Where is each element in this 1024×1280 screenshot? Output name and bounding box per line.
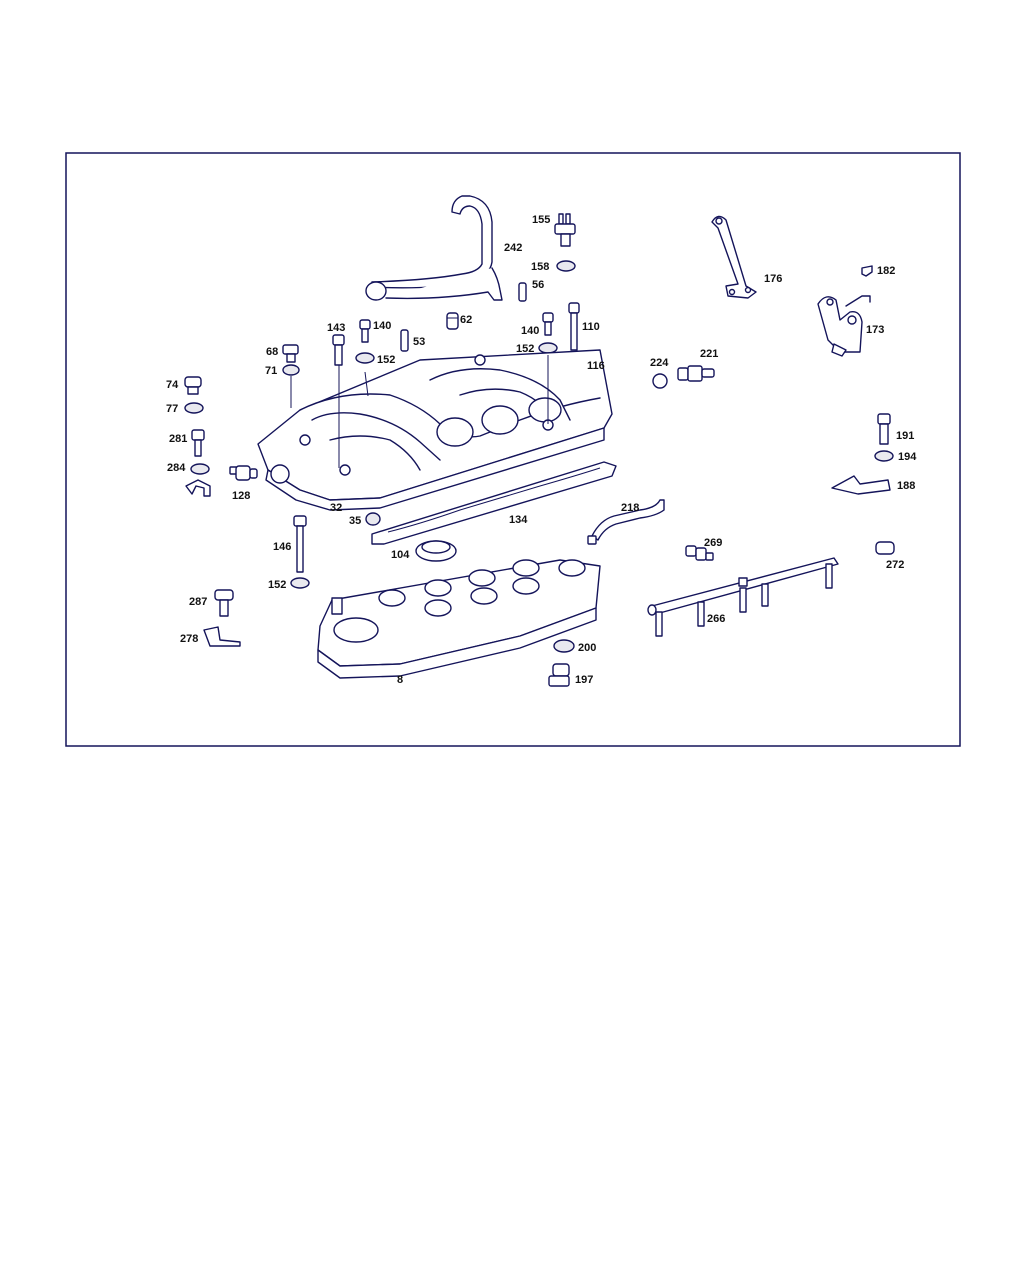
label-182: 182 xyxy=(877,265,895,277)
part-197-plug[interactable] xyxy=(548,663,570,687)
part-77-washer[interactable] xyxy=(184,402,204,414)
part-56-pin[interactable] xyxy=(518,282,527,302)
part-176-bracket[interactable] xyxy=(711,215,757,299)
part-152-washer-a[interactable] xyxy=(355,352,375,364)
part-158-washer[interactable] xyxy=(556,260,576,272)
label-269: 269 xyxy=(704,537,722,549)
clip-icon xyxy=(185,479,211,497)
label-146: 146 xyxy=(273,541,291,553)
part-224-seal-ring[interactable] xyxy=(652,373,668,389)
part-266-fuel-rail[interactable] xyxy=(647,557,839,637)
part-146-bolt[interactable] xyxy=(293,515,307,573)
part-284-washer[interactable] xyxy=(190,463,210,475)
label-221: 221 xyxy=(700,348,718,360)
part-269-valve[interactable] xyxy=(685,545,714,561)
part-8-lower-intake-manifold[interactable] xyxy=(317,559,601,679)
label-155: 155 xyxy=(532,214,550,226)
label-284: 284 xyxy=(167,462,186,474)
part-194-washer[interactable] xyxy=(874,450,894,462)
part-143-bolt[interactable] xyxy=(332,334,345,366)
part-218-pipe[interactable] xyxy=(587,499,665,545)
part-62-plug[interactable] xyxy=(446,312,459,330)
part-128-sensor[interactable] xyxy=(229,465,258,481)
part-221-sensor[interactable] xyxy=(677,365,715,382)
label-224: 224 xyxy=(650,357,669,369)
label-35: 35 xyxy=(349,515,361,527)
label-200: 200 xyxy=(578,642,596,654)
label-140a: 140 xyxy=(373,320,391,332)
label-272: 272 xyxy=(886,559,904,571)
label-32: 32 xyxy=(330,502,342,514)
part-152-washer-b[interactable] xyxy=(538,342,558,354)
label-110: 110 xyxy=(582,321,600,333)
part-104-seal-ring[interactable] xyxy=(415,540,457,562)
label-68: 68 xyxy=(266,346,278,358)
label-128: 128 xyxy=(232,490,250,502)
part-242-hose[interactable] xyxy=(365,195,503,301)
part-182-clip[interactable] xyxy=(861,265,873,277)
label-116: 116 xyxy=(587,360,605,372)
part-71-washer[interactable] xyxy=(282,364,300,376)
part-152-washer-c[interactable] xyxy=(290,577,310,589)
label-56: 56 xyxy=(532,279,544,291)
label-281: 281 xyxy=(169,433,187,445)
label-287: 287 xyxy=(189,596,207,608)
part-134-gasket[interactable] xyxy=(371,461,617,545)
part-53-pin[interactable] xyxy=(400,329,409,352)
label-140b: 140 xyxy=(521,325,539,337)
label-218: 218 xyxy=(621,502,639,514)
part-173-bracket[interactable] xyxy=(817,295,871,357)
label-188: 188 xyxy=(897,480,915,492)
label-62: 62 xyxy=(460,314,472,326)
part-35-grommet[interactable] xyxy=(365,512,381,526)
part-upper-intake-manifold[interactable] xyxy=(257,349,613,511)
part-191-bolt[interactable] xyxy=(877,413,891,445)
leader-lines xyxy=(290,355,549,468)
label-158: 158 xyxy=(531,261,549,273)
part-281-bolt[interactable] xyxy=(191,429,205,457)
part-287-bolt[interactable] xyxy=(214,589,234,617)
label-8: 8 xyxy=(397,674,403,686)
label-266: 266 xyxy=(707,613,725,625)
label-176: 176 xyxy=(764,273,782,285)
label-134: 134 xyxy=(509,514,528,526)
label-194: 194 xyxy=(898,451,917,463)
part-272-plug[interactable] xyxy=(875,541,895,555)
part-278-bracket[interactable] xyxy=(203,626,241,647)
label-152b: 152 xyxy=(516,343,534,355)
part-188-bracket[interactable] xyxy=(831,475,891,495)
label-278: 278 xyxy=(180,633,198,645)
label-152a: 152 xyxy=(377,354,395,366)
part-140-bolt-right[interactable] xyxy=(542,312,554,336)
label-197: 197 xyxy=(575,674,593,686)
part-155-sensor[interactable] xyxy=(554,213,576,247)
label-71: 71 xyxy=(265,365,277,377)
label-152c: 152 xyxy=(268,579,286,591)
part-200-washer[interactable] xyxy=(553,639,575,653)
part-74-plug[interactable] xyxy=(184,376,202,395)
label-53: 53 xyxy=(413,336,425,348)
label-104: 104 xyxy=(391,549,410,561)
diagram-frame xyxy=(65,152,961,747)
label-191: 191 xyxy=(896,430,914,442)
label-173: 173 xyxy=(866,324,884,336)
part-110-bolt[interactable] xyxy=(568,302,580,351)
part-68-bolt[interactable] xyxy=(282,344,299,363)
part-140-bolt-left[interactable] xyxy=(359,319,371,343)
label-242: 242 xyxy=(504,242,522,254)
label-77: 77 xyxy=(166,403,178,415)
label-74: 74 xyxy=(166,379,179,391)
label-143: 143 xyxy=(327,322,345,334)
